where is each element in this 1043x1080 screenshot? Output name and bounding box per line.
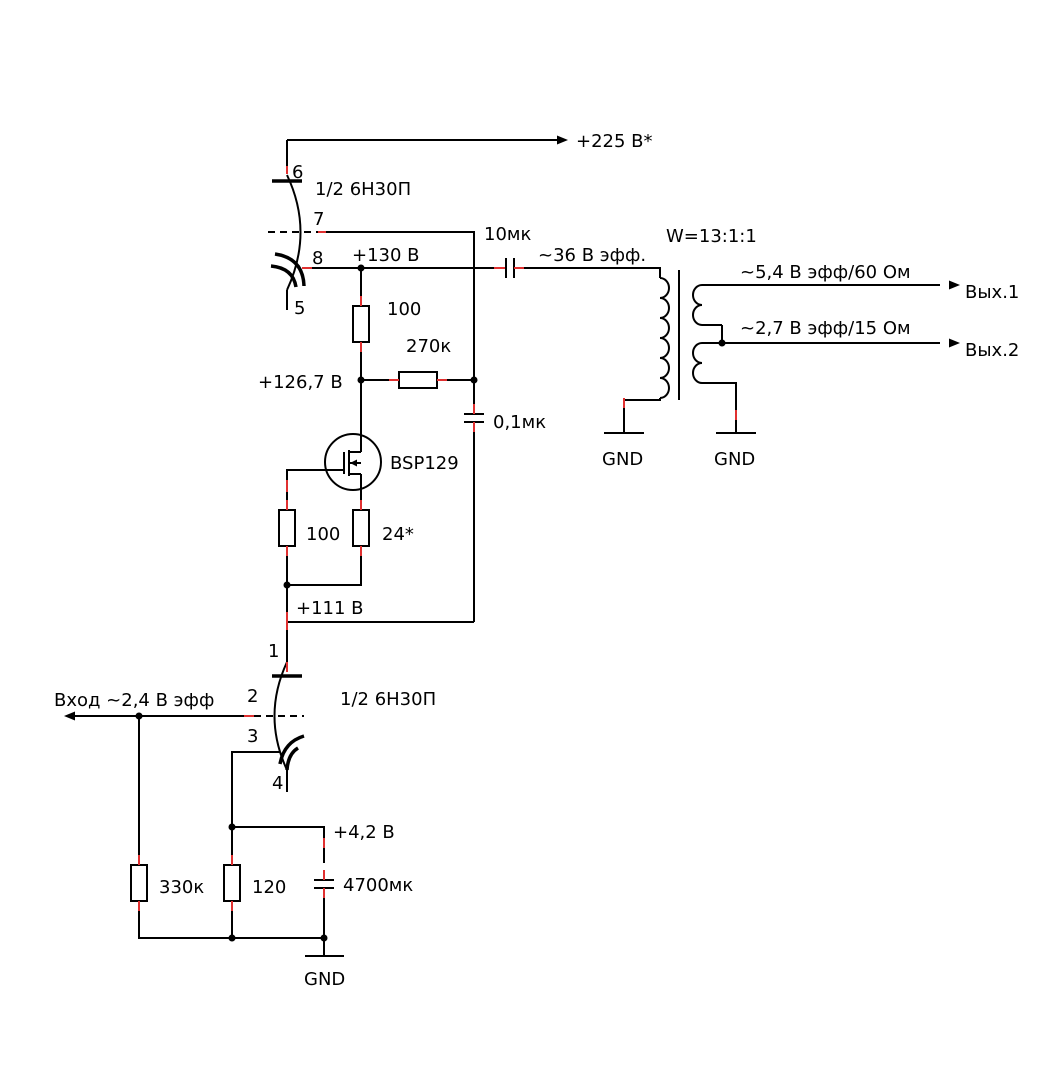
gnd-label-primary: GND — [602, 449, 643, 470]
junction-transformer-tap — [718, 339, 726, 347]
wire-cathode-bottom — [231, 751, 325, 863]
voltage-cathode-top: +130 В — [352, 245, 420, 266]
voltage-bottom-cathode: +4,2 В — [333, 822, 395, 843]
r-100-top-label: 100 — [387, 299, 421, 320]
tube-bottom-symbol — [254, 661, 305, 792]
input-label: Вход ~2,4 В эфф — [54, 690, 214, 711]
wire-111v — [286, 585, 474, 662]
input-arrow — [64, 711, 75, 721]
transformer-ratio: W=13:1:1 — [666, 226, 757, 247]
capacitor-10uf — [505, 258, 661, 278]
tube-bottom-pin-grid: 2 — [247, 686, 258, 707]
resistor-24 — [287, 500, 370, 586]
tube-bottom-pin-heater: 4 — [272, 773, 283, 794]
resistor-100-top — [352, 268, 370, 380]
voltage-111: +111 В — [296, 598, 364, 619]
supply-voltage-label: +225 В* — [576, 131, 653, 152]
r-330k-label: 330к — [159, 877, 204, 898]
junction-gnd-cap — [320, 934, 328, 942]
capacitor-4700uf — [314, 870, 334, 955]
r-24-label: 24* — [382, 524, 414, 545]
output2-voltage: ~2,7 В эфф/15 Ом — [740, 318, 911, 339]
tube-top-name: 1/2 6Н30П — [315, 179, 411, 200]
resistor-270k — [361, 371, 474, 389]
tube-top-pin-heater: 5 — [294, 298, 305, 319]
tube-top-symbol — [268, 174, 318, 310]
resistor-100-gate — [278, 500, 296, 585]
r-270k-label: 270к — [406, 336, 451, 357]
transformer — [623, 270, 940, 432]
resistor-330k — [130, 716, 324, 939]
output1-arrow — [949, 280, 960, 290]
tube-bottom-pin-cathode: 3 — [247, 726, 258, 747]
transistor-bsp129 — [286, 380, 382, 510]
cap-10uf-label: 10мк — [484, 224, 531, 245]
output1-label: Вых.1 — [965, 282, 1019, 303]
supply-line-225v — [286, 135, 568, 174]
wire-top-grid — [318, 231, 475, 380]
r-120-label: 120 — [252, 877, 286, 898]
cap-4700uf-label: 4700мк — [343, 875, 413, 896]
tube-top-pin-anode: 6 — [292, 162, 303, 183]
gnd-label-bottom: GND — [304, 969, 345, 990]
output1-voltage: ~5,4 В эфф/60 Ом — [740, 262, 911, 283]
voltage-node-mid: +126,7 В — [258, 372, 343, 393]
cap-01uf-label: 0,1мк — [493, 412, 546, 433]
tube-top-pin-cathode: 8 — [312, 248, 323, 269]
tube-top-pin-grid: 7 — [313, 209, 324, 230]
tube-bottom-pin-anode: 1 — [268, 641, 279, 662]
junction-gnd-120 — [228, 934, 236, 942]
transistor-label: BSP129 — [390, 453, 459, 474]
tube-bottom-name: 1/2 6Н30П — [340, 689, 436, 710]
voltage-out-primary: ~36 В эфф. — [538, 245, 646, 266]
output2-label: Вых.2 — [965, 340, 1019, 361]
output2-arrow — [949, 338, 960, 348]
resistor-120 — [223, 827, 241, 938]
r-100-gate-label: 100 — [306, 524, 340, 545]
capacitor-01uf — [464, 380, 484, 622]
gnd-label-secondary: GND — [714, 449, 755, 470]
